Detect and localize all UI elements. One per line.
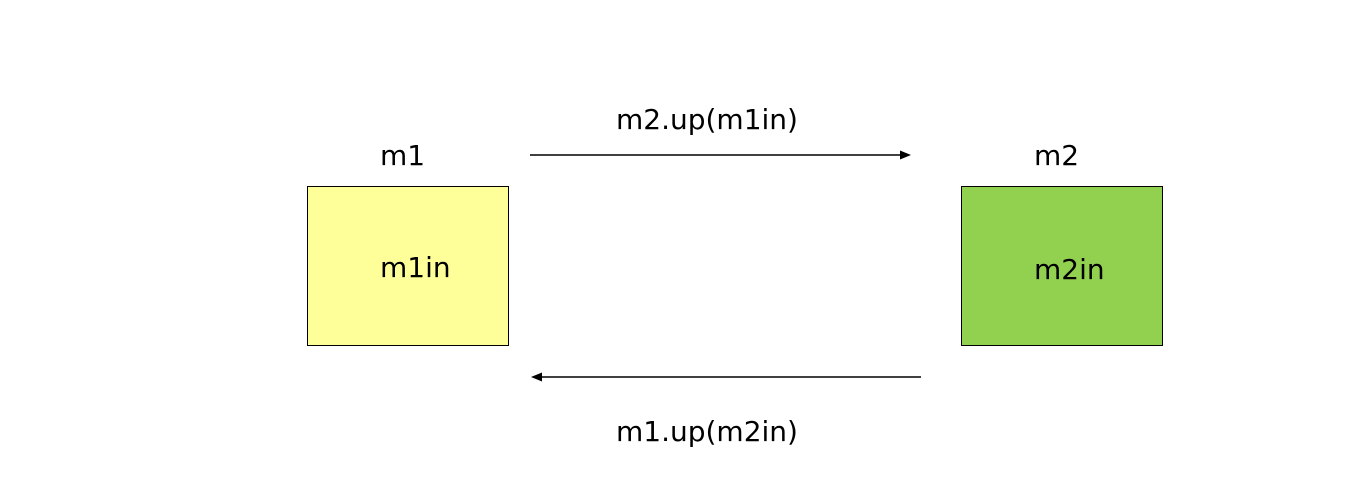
node-m1-content: m1in	[380, 251, 451, 284]
edge-m1-to-m2-arrow	[530, 150, 911, 160]
node-m2-content: m2in	[1034, 253, 1105, 286]
node-m1-title: m1	[380, 139, 426, 172]
edge-m2-to-m1-arrow	[531, 372, 921, 382]
node-m2-box	[961, 186, 1163, 346]
node-m2-title: m2	[1034, 139, 1080, 172]
edge-m1-to-m2-label: m2.up(m1in)	[616, 103, 798, 136]
node-m1-box	[307, 186, 509, 346]
edge-m2-to-m1-label: m1.up(m2in)	[616, 415, 798, 448]
